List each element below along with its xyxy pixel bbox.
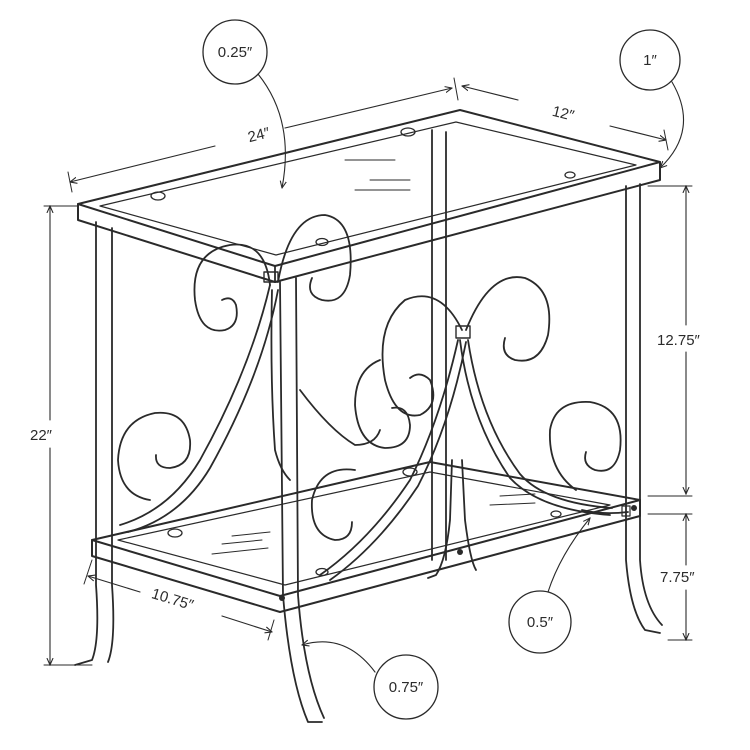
table-illustration [74, 109, 663, 723]
leg-spread-label: 10.75″ [149, 585, 196, 614]
glass-thickness-label: 0.25″ [218, 44, 253, 61]
width-dimension: 24″ [67, 77, 459, 193]
depth-dimension: 12″ [462, 86, 669, 151]
depth-label: 12″ [550, 103, 576, 125]
legs [74, 129, 663, 723]
dimension-lines: 24″ 12″ 22″ 12.75″ [30, 77, 701, 665]
width-label: 24″ [246, 124, 272, 146]
leg-thickness-callout: 0.75″ [302, 642, 439, 720]
frame-thickness-label: 1″ [643, 52, 657, 69]
lower-clearance-dimension: 7.75″ [647, 514, 695, 640]
scroll-thickness-callout: 0.5″ [508, 518, 590, 654]
decorative-scrolls [117, 214, 631, 581]
height-label: 22″ [30, 427, 53, 444]
upper-clearance-dimension: 12.75″ [647, 186, 701, 497]
upper-clearance-label: 12.75″ [657, 332, 701, 349]
glass-thickness-callout: 0.25″ [202, 19, 285, 188]
frame-thickness-callout: 1″ [619, 29, 684, 168]
callouts: 0.25″ 1″ 0.5″ 0.75″ [202, 19, 684, 720]
scroll-thickness-label: 0.5″ [527, 614, 554, 631]
lower-clearance-label: 7.75″ [660, 569, 695, 586]
lower-shelf [91, 461, 641, 613]
height-dimension: 22″ [30, 206, 93, 665]
tabletop [77, 109, 661, 283]
leg-thickness-label: 0.75″ [389, 679, 424, 696]
